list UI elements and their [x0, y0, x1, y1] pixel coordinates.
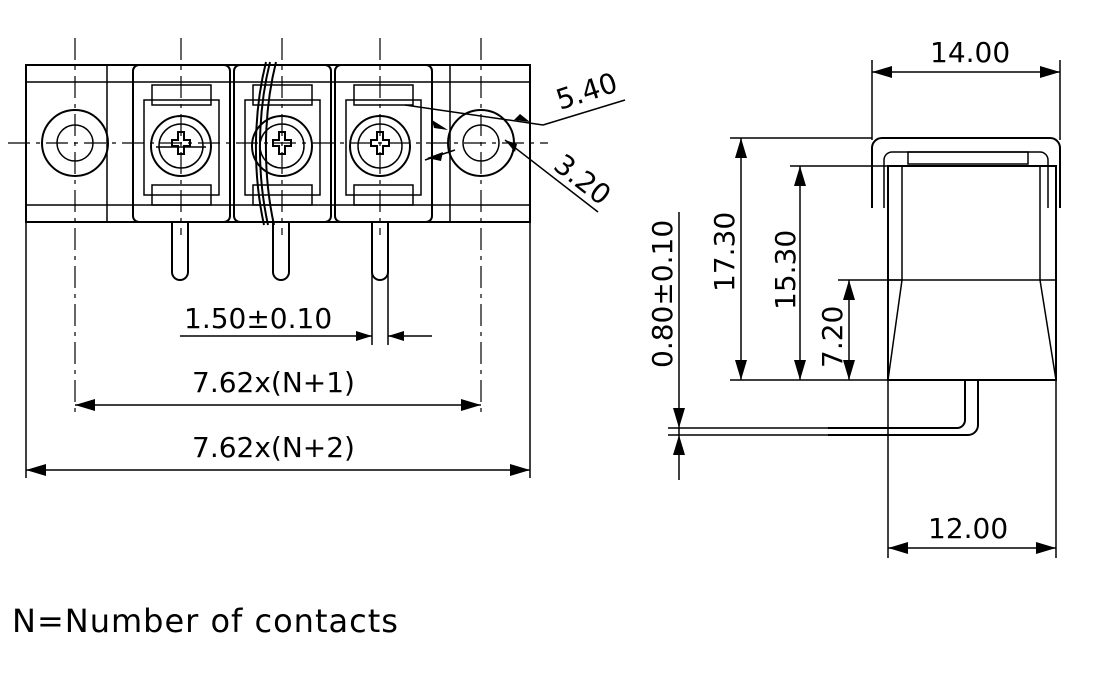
side-body [887, 165, 1057, 381]
side-cover [871, 137, 1061, 208]
pin-2 [272, 222, 290, 281]
hole-dimension-leaders [404, 99, 626, 213]
dim-pitch-n2: 7.62x(N+2) [192, 431, 355, 464]
pin-width-dimension [180, 235, 432, 345]
top-width-dimension [871, 60, 1061, 140]
pin-1 [171, 222, 189, 281]
dim-pin-thickness: 0.80±0.10 [646, 220, 679, 368]
side-view: 14.00 17.30 15.30 7.20 [646, 36, 1061, 558]
side-pin [828, 380, 966, 429]
centerlines [8, 38, 548, 412]
dim-pitch-n1: 7.62x(N+1) [192, 366, 355, 399]
pitch-n1-dimension [75, 399, 481, 411]
dim-bottom-width: 12.00 [928, 512, 1008, 545]
contacts-note: N=Number of contacts [12, 602, 399, 640]
pin-thickness-dimension [668, 212, 828, 480]
pitch-n2-dimension [25, 222, 531, 478]
total-height-dimension [730, 137, 888, 381]
dim-hole-inner: 3.20 [548, 148, 617, 212]
dim-hole-outer: 5.40 [552, 66, 621, 117]
dim-body-height: 15.30 [769, 230, 802, 310]
lower-height-dimension [838, 279, 902, 380]
front-view: 5.40 3.20 1.50±0.10 7.62x(N+1) 7.62x(N [8, 38, 626, 478]
dim-top-width: 14.00 [930, 36, 1010, 69]
dim-lower-height: 7.20 [816, 306, 849, 368]
terminal-3 [334, 64, 433, 281]
dim-total-height: 17.30 [708, 212, 741, 292]
body-height-dimension [790, 165, 888, 380]
bottom-width-dimension [887, 380, 1057, 558]
dim-pin-width: 1.50±0.10 [184, 302, 332, 335]
